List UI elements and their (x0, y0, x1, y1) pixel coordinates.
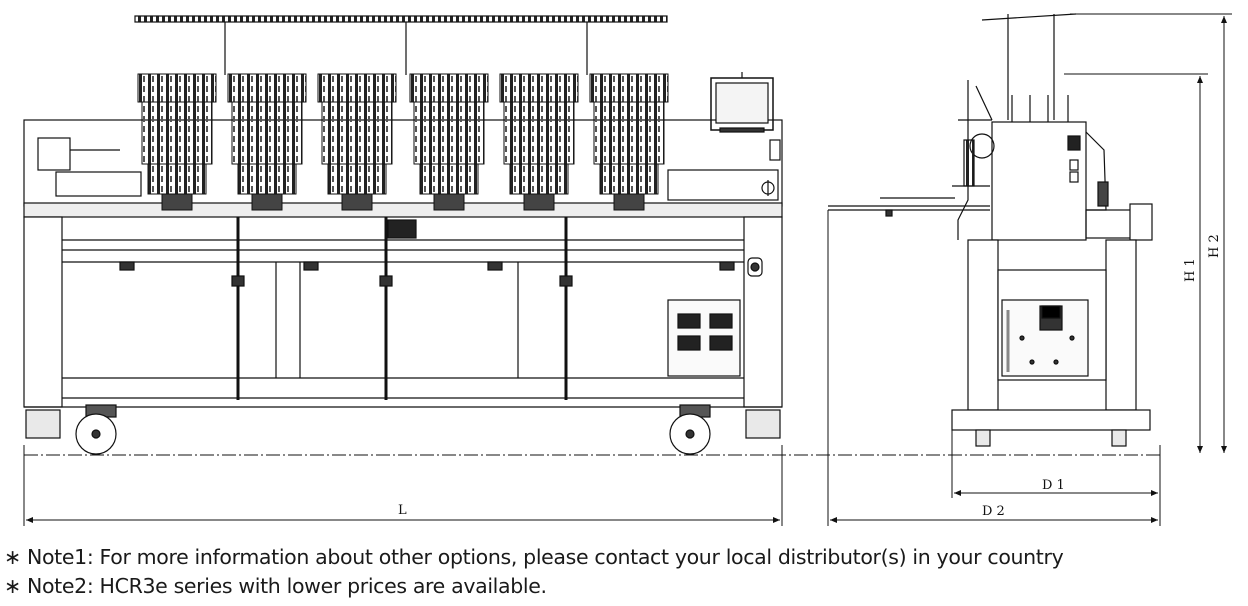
machine-dimension-drawing: L (23, 13, 1232, 526)
head-3 (317, 73, 397, 211)
notes: ∗ Note1: For more information about othe… (4, 543, 1244, 601)
front-view (23, 15, 783, 455)
dimension-length (23, 445, 783, 526)
note-2: ∗ Note2: HCR3e series with lower prices … (4, 574, 547, 598)
dimension-depth (827, 210, 1161, 526)
side-view (828, 13, 1153, 447)
dimension-label-d2: D 2 (982, 504, 1005, 519)
embroidery-heads (137, 73, 669, 211)
note-1: ∗ Note1: For more information about othe… (4, 545, 1064, 569)
head-2 (227, 73, 307, 211)
head-6 (589, 73, 669, 211)
dimension-label-h2: H 2 (1207, 234, 1222, 258)
head-5 (499, 73, 579, 211)
dimension-height (1064, 13, 1232, 453)
dimension-label-length: L (398, 503, 407, 518)
dimension-label-h1: H 1 (1183, 258, 1198, 282)
dimension-label-d1: D 1 (1042, 478, 1065, 493)
head-1 (137, 73, 217, 211)
head-4 (409, 73, 489, 211)
